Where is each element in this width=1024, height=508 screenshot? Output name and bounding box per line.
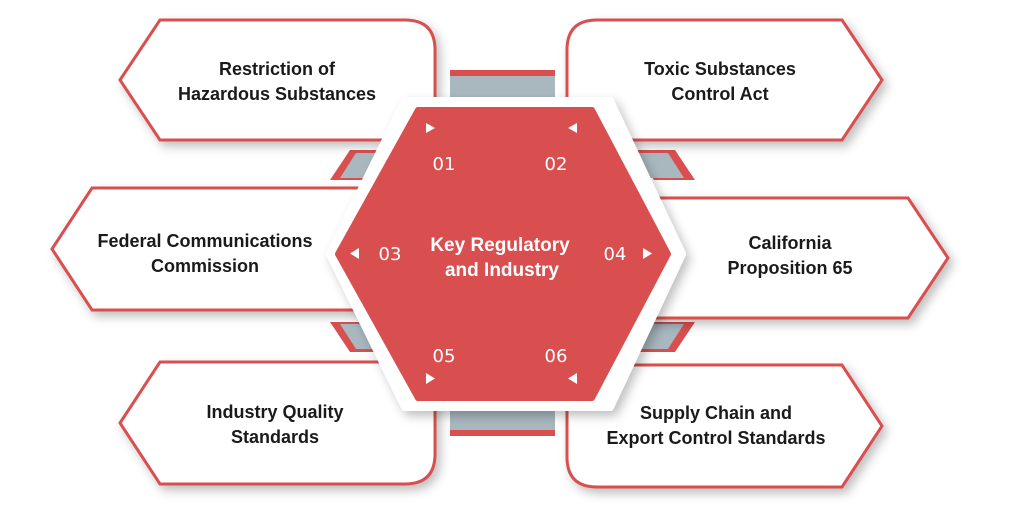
- item-label: Export Control Standards: [606, 428, 825, 448]
- item-label: Industry Quality: [206, 402, 343, 422]
- connectors: [330, 70, 695, 436]
- item-box-01: Restriction of Hazardous Substances: [118, 18, 437, 142]
- item-number: 05: [433, 346, 456, 367]
- item-box-04: California Proposition 65: [648, 196, 950, 320]
- item-box-02: Toxic Substances Control Act: [565, 18, 884, 142]
- arrow-left-icon: [568, 373, 577, 384]
- item-label: California: [748, 233, 832, 253]
- arrow-left-icon: [350, 248, 359, 259]
- item-label: Standards: [231, 427, 319, 447]
- item-label: Restriction of: [219, 59, 336, 79]
- item-box-03: Federal Communications Commission: [50, 186, 362, 312]
- item-label: Federal Communications: [97, 231, 312, 251]
- item-label: Commission: [151, 256, 259, 276]
- center-title: Key Regulatory: [430, 235, 570, 256]
- item-box-05: Industry Quality Standards: [118, 360, 437, 486]
- item-number: 06: [545, 346, 568, 367]
- item-label: Hazardous Substances: [178, 84, 376, 104]
- item-label: Proposition 65: [727, 258, 852, 278]
- center-title: and Industry: [445, 260, 559, 281]
- arrow-right-icon: [426, 373, 435, 384]
- arrow-left-icon: [568, 123, 577, 133]
- item-label: Supply Chain and: [640, 403, 792, 423]
- center-hexagon: Key Regulatory and Industry 01 02 03 04 …: [326, 97, 686, 411]
- item-number: 03: [379, 244, 402, 265]
- item-box-06: Supply Chain and Export Control Standard…: [565, 363, 884, 489]
- item-number: 04: [604, 244, 627, 265]
- arrow-right-icon: [426, 123, 435, 133]
- item-label: Control Act: [671, 84, 768, 104]
- item-label: Toxic Substances: [644, 59, 796, 79]
- arrow-right-icon: [643, 248, 652, 259]
- item-number: 01: [433, 154, 456, 175]
- item-number: 02: [545, 154, 568, 175]
